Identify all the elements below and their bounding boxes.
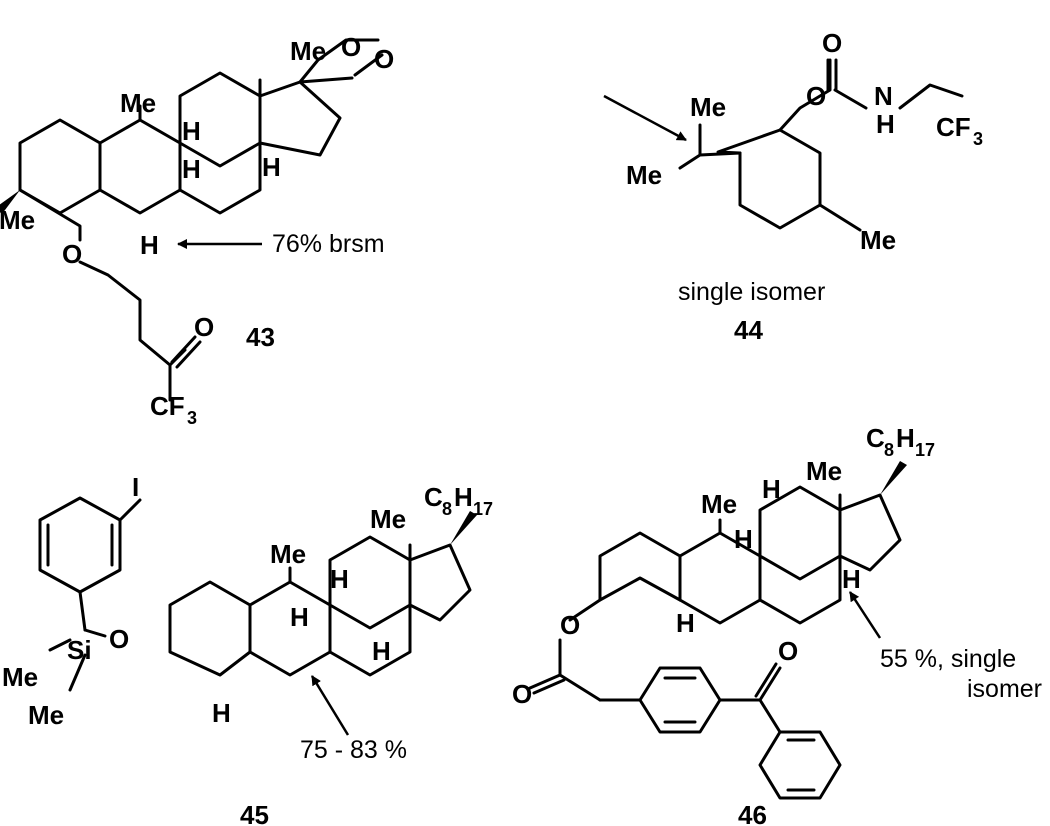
compound-46: O O O Me Me C 8 H 17 H H H H 55 %, singl… [512,423,1042,826]
compound-45-oxygen: O [109,624,129,654]
compound-45-c8-subscript: 8 [442,499,452,519]
compound-43-cf3: CF [150,391,185,421]
compound-43-angular-methyl-1: Me [120,88,156,118]
compound-44-methyl-1: Me [690,92,726,122]
compound-45-si-methyl-2: Me [28,700,64,730]
compound-46-number: 46 [738,800,767,826]
compound-46-skeleton [528,485,902,800]
compound-45-h-3: H [372,636,391,666]
compound-44-nitrogen: N [874,81,893,111]
compound-43: Me Me Me O O H H H H O O CF 3 76% brsm 4… [0,32,394,428]
compound-43-cf3-subscript: 3 [187,408,197,428]
compound-43-dioxolane-o2: O [374,44,394,74]
compound-45-yield: 75 - 83 % [300,736,407,764]
compound-45-h17-subscript: 17 [473,499,493,519]
compound-44-methyl-3: Me [860,225,896,255]
compound-46-ester-o: O [560,610,580,640]
compound-43-h-2: H [182,154,201,184]
compound-44-ester-o: O [806,81,826,111]
compound-45-c8: C [424,482,443,512]
compound-43-methyl-label: Me [0,205,35,235]
compound-44: Me Me O O N H CF 3 Me single isomer 44 [603,28,983,345]
compound-43-yield: 76% brsm [272,230,385,258]
compound-43-methyl-wedge [0,190,20,214]
compound-46-h-4: H [676,608,695,638]
compound-45-si-methyl-1: Me [2,662,38,692]
compound-44-cf3: CF [936,112,971,142]
compound-46-c8-subscript: 8 [884,440,894,460]
compound-44-arrow [603,94,687,142]
compound-44-skeleton [678,58,964,232]
compound-46-carbonyl-o-2: O [778,636,798,666]
compound-44-methyl-2: Me [626,160,662,190]
compound-43-h-3: H [262,152,281,182]
compound-45-iodine: I [132,472,139,502]
compound-46-h17: H [896,423,915,453]
compound-46-angular-methyl-1: Me [701,489,737,519]
compound-46-yield-line-2: isomer [967,675,1042,703]
compound-43-ether-o: O [62,239,82,269]
compound-46-h-target: H [842,564,861,594]
compound-44-cf3-subscript: 3 [973,129,983,149]
compound-45-skeleton [38,496,472,692]
compound-45-angular-methyl-2: Me [370,504,406,534]
compound-46-c8: C [866,423,885,453]
compound-44-number: 44 [734,315,763,345]
compound-45-h17: H [454,482,473,512]
compound-46-side-chain-wedge [880,461,907,495]
compound-44-n-h: H [876,109,895,139]
compound-44-note: single isomer [678,278,825,306]
compound-46-h-2: H [762,474,781,504]
compound-43-angular-methyl-2: Me [290,36,326,66]
compound-45-h-4: H [212,698,231,728]
compound-45-number: 45 [240,800,269,826]
compound-46-yield-line-1: 55 %, single [880,645,1016,673]
compound-43-ketone-o: O [194,312,214,342]
compound-45: I Si O Me Me Me Me C 8 H 17 H H H H 75 -… [2,472,493,826]
compound-43-number: 43 [246,322,275,352]
compound-45-h-1: H [290,602,309,632]
compound-43-h-target: H [140,230,159,260]
compound-43-dioxolane-o1: O [341,32,361,62]
compound-45-silicon: Si [67,635,92,665]
compound-46-arrow [848,591,882,639]
compound-43-h-1: H [182,116,201,146]
compound-45-arrow [310,675,350,736]
compound-46-carbonyl-o-1: O [512,679,532,709]
compound-44-carbonyl-o: O [822,28,842,58]
compound-45-side-chain-wedge [450,511,477,545]
compound-45-h-2: H [330,564,349,594]
compound-43-skeleton [18,38,384,402]
compound-46-angular-methyl-2: Me [806,456,842,486]
compound-45-angular-methyl-1: Me [270,539,306,569]
compound-46-h-1: H [734,524,753,554]
compound-46-h17-subscript: 17 [915,440,935,460]
